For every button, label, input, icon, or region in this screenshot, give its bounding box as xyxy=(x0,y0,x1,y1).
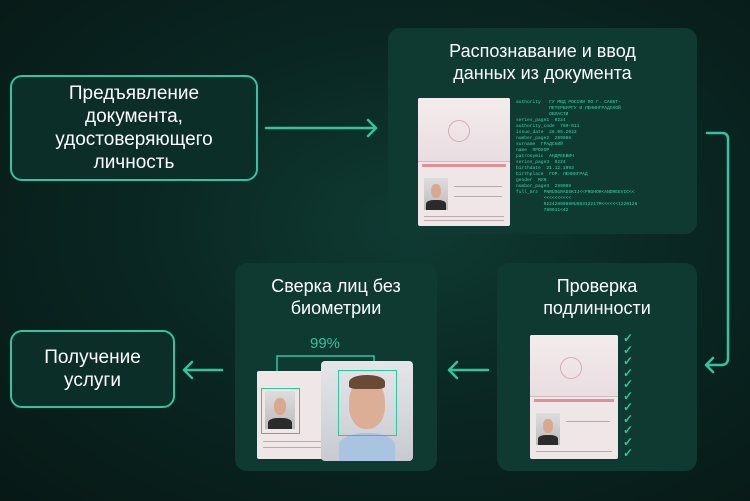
passport-photo-page xyxy=(257,371,327,459)
step-present-document: Предъявление документа, удостоверяющего … xyxy=(10,75,258,181)
face-frame xyxy=(261,388,300,434)
step-receive-service: Получение услуги xyxy=(10,330,175,408)
passport-image xyxy=(418,98,510,226)
face-frame xyxy=(338,370,397,436)
arrow-verify-to-compare xyxy=(447,360,490,380)
arrow-present-to-recognize xyxy=(264,118,378,138)
passport-image xyxy=(530,335,618,459)
match-percent: 99% xyxy=(309,335,341,352)
step-label: Проверка подлинности xyxy=(543,276,651,318)
arrow-compare-to-receive xyxy=(182,360,224,380)
checkmarks-icon: ✓✓✓✓✓✓✓✓✓✓✓ xyxy=(623,331,634,460)
step-label: Получение услуги xyxy=(44,347,141,391)
live-face-photo xyxy=(321,361,413,461)
step-compare-faces: Сверка лиц без биометрии 99% xyxy=(235,263,437,471)
recognized-fields-text: authority ГУ МВД РОССИИ ПО Г. САНКТ- ПЕТ… xyxy=(516,100,638,213)
step-label: Сверка лиц без биометрии xyxy=(271,276,401,318)
arrow-recognize-to-verify xyxy=(704,131,730,374)
step-label: Распознавание и ввод данных из документа xyxy=(449,41,636,83)
step-recognize-data: Распознавание и ввод данных из документа… xyxy=(388,28,697,234)
step-label: Предъявление документа, удостоверяющего … xyxy=(55,83,213,173)
step-verify-authenticity: Проверка подлинности ✓✓✓✓✓✓✓✓✓✓✓ xyxy=(497,263,697,471)
